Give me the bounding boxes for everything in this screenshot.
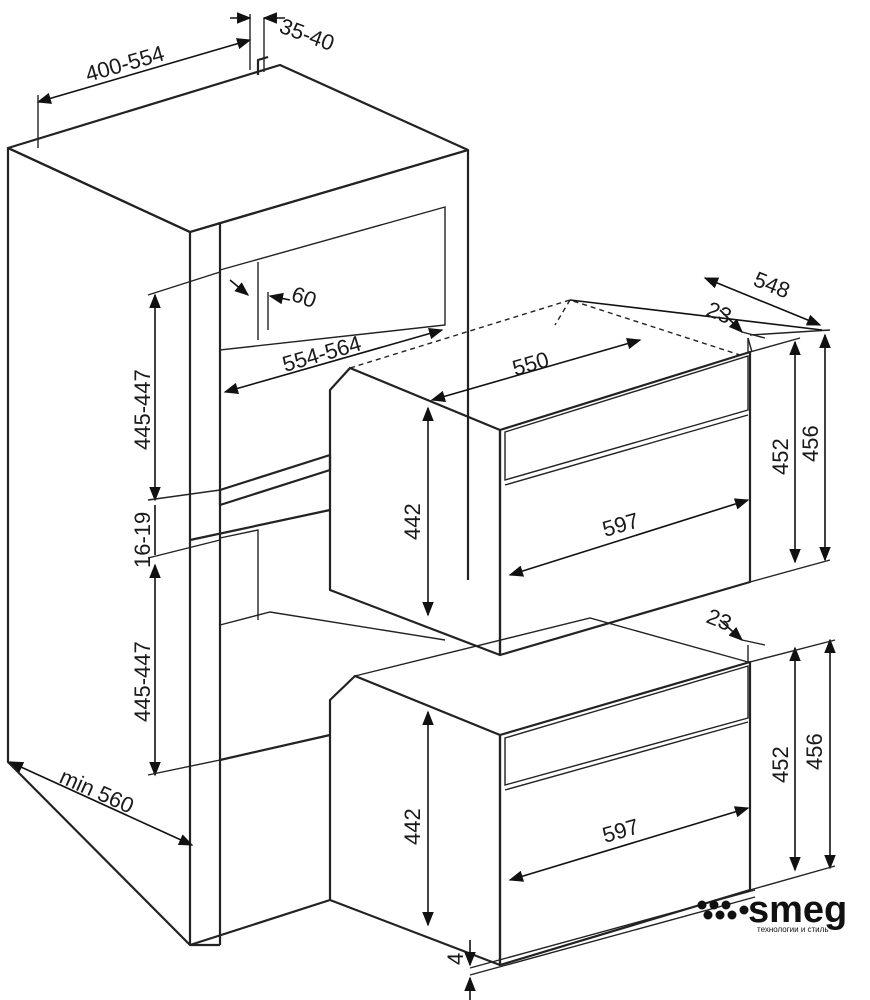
- dimension-labels: 400-554 35-40 60 554-564 445-447 16-19 4…: [56, 13, 827, 965]
- upper-depth-total-label: 548: [750, 266, 793, 303]
- brand-name: smeg: [748, 889, 847, 931]
- smeg-dots-icon: [697, 900, 749, 920]
- shelf: [218, 453, 332, 507]
- upper-body-depth-label: 550: [509, 347, 551, 381]
- upper-oven-control-panel: [504, 355, 749, 481]
- brand-tagline: технологии и стиль: [757, 925, 828, 934]
- niche-height-upper-label: 445-447: [130, 369, 155, 450]
- smeg-logo: smeg технологии и стиль: [697, 889, 847, 934]
- upper-front-height-inner-label: 452: [768, 438, 793, 475]
- cabinet-left-side: [6, 146, 192, 947]
- niche-height-lower-label: 445-447: [130, 641, 155, 722]
- lower-front-height-inner-label: 452: [768, 746, 793, 783]
- top-gap-label: 35-40: [276, 13, 337, 56]
- niche-depth-marker-label: 60: [288, 281, 320, 313]
- lower-oven-control-panel: [504, 665, 749, 786]
- lower-body-height-label: 442: [400, 808, 425, 845]
- dimension-lines: [8, 12, 836, 1000]
- lower-oven: [328, 617, 756, 976]
- lower-bottom-gap-label: 4: [443, 953, 468, 965]
- niche-width-label: 554-564: [279, 331, 364, 377]
- upper-niche-back: [219, 206, 446, 351]
- upper-front-height-outer-label: 456: [798, 425, 823, 462]
- upper-body-height-label: 442: [400, 503, 425, 540]
- upper-front-width-label: 597: [599, 508, 641, 542]
- shelf-thickness-label: 16-19: [130, 512, 155, 568]
- cabinet: [6, 55, 470, 947]
- lower-oven-front: [498, 660, 752, 967]
- cabinet-min-width-label: min 560: [56, 764, 138, 819]
- lower-front-height-outer-label: 456: [802, 733, 827, 770]
- upper-door-offset-label: 23: [703, 296, 735, 328]
- top-depth-label: 400-554: [82, 41, 167, 87]
- lower-door-offset-label: 23: [703, 603, 735, 635]
